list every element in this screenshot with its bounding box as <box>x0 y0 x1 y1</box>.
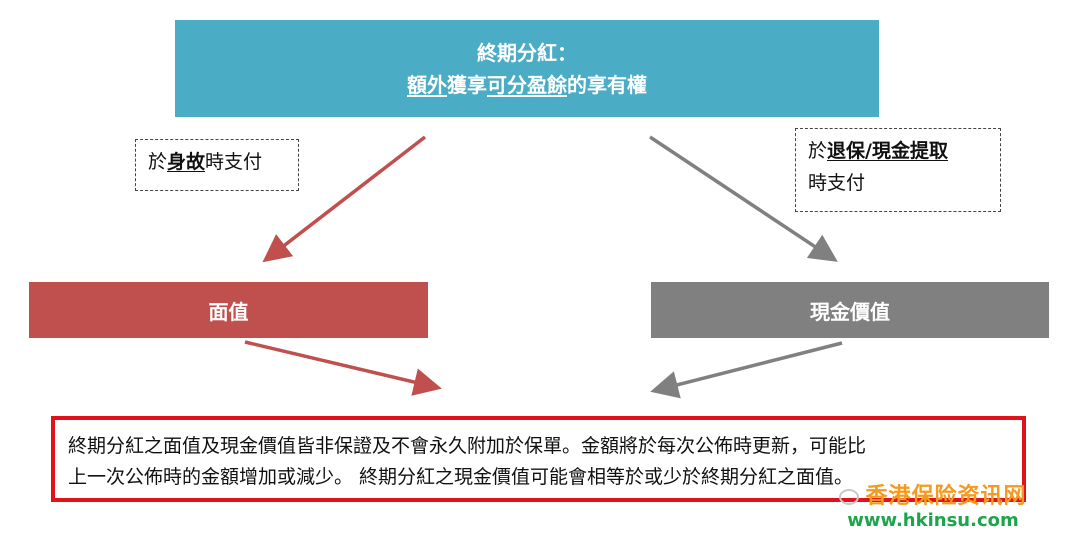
terminal-dividend-box: 終期分紅： 額外獲享可分盈餘的享有權 <box>175 20 879 117</box>
surrender-note-keyword: 退保/現金提取 <box>827 140 948 162</box>
cash-value-label: 現金價值 <box>810 299 890 324</box>
disclaimer-line1: 終期分紅之面值及現金價值皆非保證及不會永久附加於保單。金額將於每次公佈時更新，可… <box>68 435 867 457</box>
disclaimer-box: 終期分紅之面值及現金價值皆非保證及不會永久附加於保單。金額將於每次公佈時更新，可… <box>51 416 1026 502</box>
surrender-note-line2: 時支付 <box>808 172 866 194</box>
arrow-to-cash-value <box>649 135 838 262</box>
death-payment-note: 於身故時支付 <box>135 139 299 191</box>
subtitle-part-entitlement: 的享有權 <box>567 72 647 97</box>
watermark-title: 香港保险资讯网 <box>865 484 1027 509</box>
surrender-note-prefix: 於 <box>808 140 828 162</box>
surrender-payment-note: 於退保/現金提取 時支付 <box>795 128 1001 212</box>
cash-value-box: 現金價值 <box>651 282 1049 338</box>
watermark-title-row: 香港保险资讯网 <box>826 484 1040 510</box>
surrender-note-line1: 於退保/現金提取 <box>808 135 988 167</box>
terminal-dividend-title: 終期分紅： <box>477 40 577 65</box>
subtitle-part-enjoy: 獲享 <box>447 72 487 97</box>
arrow-cash-to-disclaimer <box>650 341 843 399</box>
death-note-prefix: 於 <box>148 151 168 173</box>
death-note-suffix: 時支付 <box>205 151 263 173</box>
face-value-box: 面值 <box>29 282 428 338</box>
watermark-url: www.hkinsu.com <box>847 510 1019 531</box>
watermark: 香港保险资讯网 www.hkinsu.com <box>826 484 1040 534</box>
arrow-face-to-disclaimer <box>244 340 442 396</box>
terminal-dividend-subtitle: 額外獲享可分盈餘的享有權 <box>175 69 879 101</box>
subtitle-part-extra: 額外 <box>407 72 447 97</box>
wechat-icon <box>839 489 860 505</box>
subtitle-part-surplus: 可分盈餘 <box>487 72 567 97</box>
arrow-to-face-value <box>262 135 427 263</box>
death-note-keyword: 身故 <box>167 151 206 173</box>
disclaimer-line2: 上一次公佈時的金額增加或減少。 終期分紅之現金價值可能會相等於或少於終期分紅之面… <box>68 466 854 488</box>
face-value-label: 面值 <box>208 299 249 324</box>
